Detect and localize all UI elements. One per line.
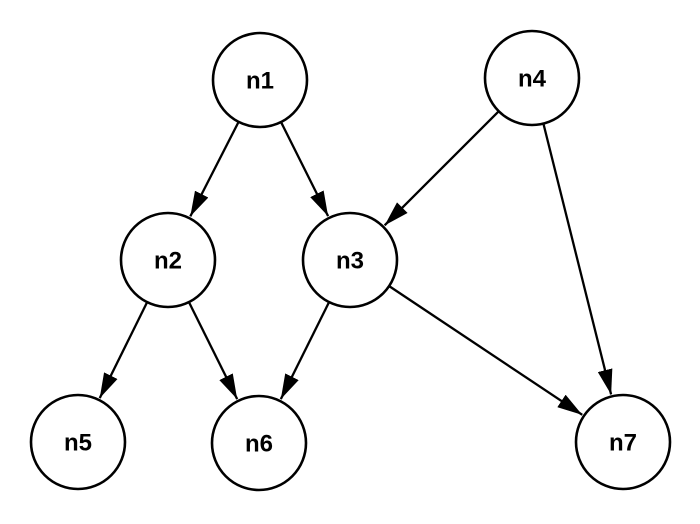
node-label-n4: n4 [518,66,547,93]
edge-n3-n6 [279,302,330,400]
edge-n1-n2 [189,122,240,217]
nodes-layer: n1 n2 n3 n4 n5 n6 n7 [29,29,672,492]
node-circle-n3 [301,211,399,309]
node-label-n5: n5 [64,430,92,457]
node-label-n2: n2 [154,248,182,275]
node-circle-n6 [210,394,308,492]
node-n4: n4 [483,29,581,127]
node-label-n3: n3 [336,248,364,275]
edge-n3-n7 [389,285,583,416]
edges-layer [98,111,613,416]
node-circle-n7 [574,393,672,491]
edge-n2-n5 [98,302,148,399]
node-circle-n1 [211,31,309,129]
edge-n1-n3 [280,122,330,217]
edge-n2-n6 [188,302,239,400]
node-n7: n7 [574,393,672,491]
node-n5: n5 [29,393,127,491]
node-circle-n4 [483,29,581,127]
node-n2: n2 [119,211,217,309]
node-circle-n5 [29,393,127,491]
node-circle-n2 [119,211,217,309]
node-label-n1: n1 [246,68,274,95]
node-label-n6: n6 [245,431,273,458]
node-label-n7: n7 [609,430,637,457]
node-n6: n6 [210,394,308,492]
node-n1: n1 [211,31,309,129]
node-n3: n3 [301,211,399,309]
edge-n4-n7 [542,124,613,395]
edge-n4-n3 [383,111,499,227]
